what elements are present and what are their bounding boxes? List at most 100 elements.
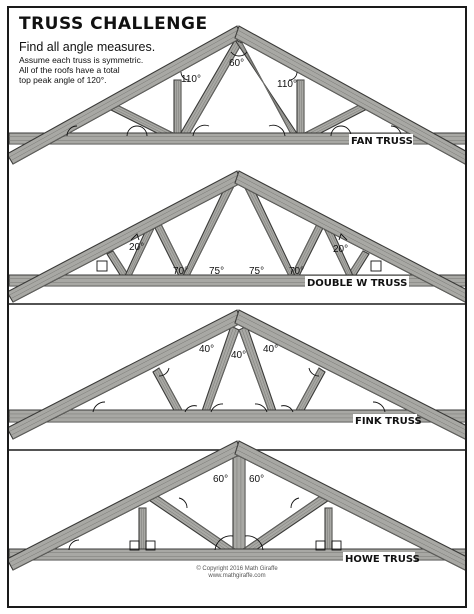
- wood-grain: [208, 329, 240, 413]
- angle-mark: [210, 403, 224, 413]
- wood-grain: [112, 102, 180, 137]
- truss-name-label: HOWE TRUSS: [345, 554, 420, 565]
- angle-mark: [126, 125, 148, 137]
- angle-mark: [92, 401, 106, 413]
- angle-mark: [268, 124, 286, 137]
- label-backdrop: [353, 414, 417, 425]
- wood-grain: [236, 449, 465, 566]
- wood-grain: [188, 183, 236, 277]
- beam: [237, 489, 336, 557]
- wood-grain: [237, 314, 465, 430]
- wood-grain: [186, 42, 243, 139]
- angle-label: 20°: [129, 242, 144, 253]
- worksheet: TRUSS CHALLENGE Find all angle measures.…: [7, 6, 467, 608]
- angle-mark: [330, 125, 352, 137]
- angle-mark: [158, 367, 170, 377]
- wood-grain: [236, 178, 465, 298]
- beam: [324, 507, 333, 553]
- angle-label: 110°: [181, 74, 201, 85]
- arrow-mark: [130, 233, 140, 241]
- wood-grain: [244, 493, 334, 555]
- fan-truss: 60° 110° 110° FAN TRUSS: [9, 25, 465, 165]
- wood-grain: [157, 217, 188, 277]
- wood-grain: [12, 322, 242, 440]
- wood-grain: [148, 489, 240, 553]
- wood-grain: [206, 328, 237, 413]
- wood-grain: [155, 218, 185, 277]
- fink-truss: 40° 40° 40° FINK TRUSS: [9, 309, 465, 440]
- beam: [173, 79, 182, 137]
- label-backdrop: [305, 276, 409, 287]
- wood-grain: [108, 252, 125, 278]
- wood-grain: [237, 29, 465, 156]
- angle-mark: [68, 539, 80, 551]
- wood-grain: [144, 493, 234, 555]
- wood-grain: [9, 174, 239, 296]
- truss-name-label: FINK TRUSS: [355, 416, 422, 427]
- angle-mark: [372, 401, 386, 413]
- wood-grain: [146, 491, 237, 554]
- bottom-chord: [9, 409, 465, 423]
- wood-grain: [186, 182, 233, 277]
- angle-label: 60°: [229, 58, 244, 69]
- wood-grain: [234, 453, 465, 571]
- wood-grain: [351, 252, 368, 278]
- wood-grain: [238, 329, 270, 413]
- beam: [296, 79, 305, 137]
- truss-name-label: DOUBLE W TRUSS: [307, 278, 407, 289]
- angle-label: 75°: [249, 266, 264, 277]
- wood-grain: [10, 449, 240, 567]
- worksheet-instructions: Find all angle measures.: [19, 40, 156, 54]
- angle-mark: [290, 497, 300, 509]
- right-angle-mark: [315, 540, 326, 551]
- wood-grain: [241, 491, 332, 554]
- wood-grain: [234, 322, 465, 440]
- angle-mark: [214, 535, 234, 551]
- angle-mark: [254, 403, 268, 413]
- angle-mark: [244, 535, 264, 551]
- label-backdrop: [349, 134, 413, 145]
- wood-grain: [237, 445, 465, 561]
- angle-mark: [178, 497, 188, 509]
- arrow-mark: [338, 233, 348, 241]
- right-angle-mark: [331, 540, 342, 551]
- angle-mark: [288, 71, 298, 81]
- angle-mark: [280, 405, 294, 413]
- wood-grain: [238, 489, 330, 553]
- worksheet-title: TRUSS CHALLENGE: [19, 14, 208, 34]
- wood-grain: [184, 41, 240, 138]
- wood-grain: [12, 453, 242, 571]
- beam: [138, 507, 147, 553]
- right-angle-mark: [129, 540, 140, 551]
- wood-grain: [237, 174, 465, 294]
- wood-grain: [203, 327, 234, 414]
- wood-grain: [12, 182, 242, 303]
- angle-mark: [184, 405, 198, 413]
- wood-grain: [234, 37, 465, 165]
- wood-grain: [244, 327, 275, 414]
- wood-grain: [247, 181, 294, 278]
- wood-grain: [301, 104, 366, 138]
- right-angle-mark: [145, 540, 156, 551]
- beam: [142, 489, 241, 557]
- wood-grain: [130, 219, 159, 277]
- angle-label: 75°: [209, 266, 224, 277]
- truss-illustrations: 60° 110° 110° FAN TRUSS: [9, 25, 465, 571]
- wood-grain: [153, 219, 183, 278]
- angle-label: 70°: [173, 266, 188, 277]
- wood-grain: [184, 181, 231, 278]
- wood-grain: [295, 219, 325, 278]
- right-angle-mark: [370, 260, 382, 272]
- note-line-1: Assume each truss is symmetric.: [19, 55, 144, 65]
- wood-grain: [10, 33, 240, 161]
- website-line: www.mathgiraffe.com: [208, 573, 266, 579]
- center-post: [232, 455, 246, 557]
- angle-mark: [66, 125, 78, 137]
- right-angle-mark: [96, 260, 108, 272]
- wood-grain: [245, 182, 292, 277]
- wood-grain: [154, 370, 179, 414]
- howe-truss: 60° 60° HOWE TRUSS: [9, 440, 465, 571]
- wood-grain: [12, 37, 242, 165]
- copyright-line: © Copyright 2016 Math Giraffe: [196, 566, 278, 572]
- wood-grain: [293, 218, 323, 277]
